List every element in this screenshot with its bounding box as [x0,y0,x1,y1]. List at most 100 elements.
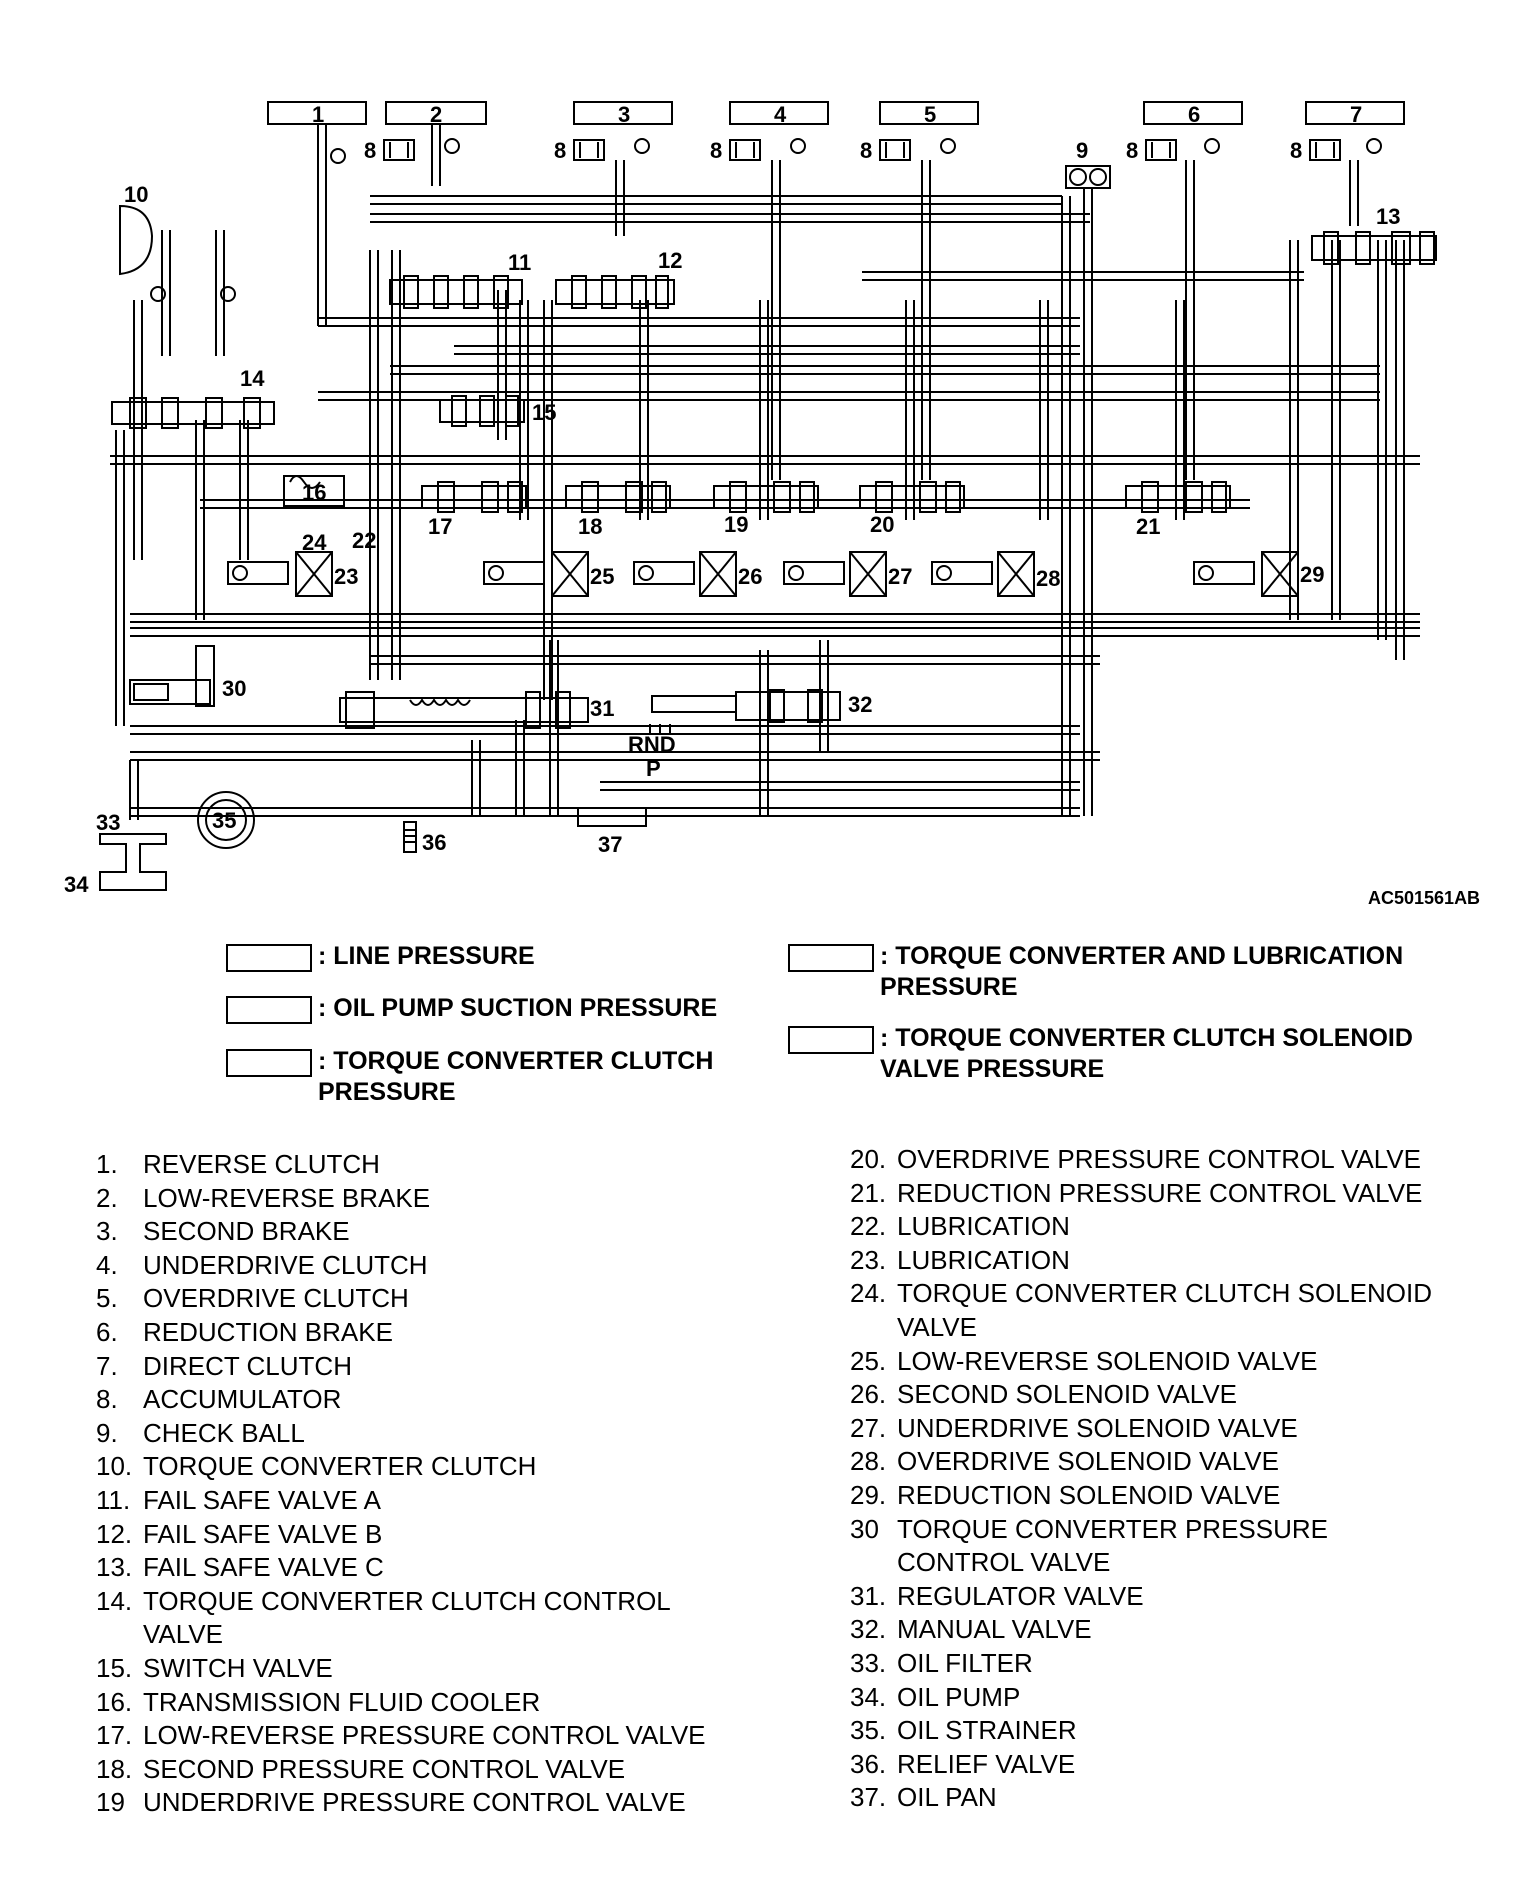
list-item: 33.OIL FILTER [850,1647,1033,1678]
fail-safe-valve-a [389,275,523,309]
pressure-gauge-icons [150,138,1382,302]
oil-passages [110,124,1420,820]
callout-8d: 8 [860,138,872,163]
callout-24: 24 [302,530,327,555]
torque-converter-clutch-10 [119,204,154,276]
manual-positions-p: P [646,756,661,781]
callout-8e: 8 [1126,138,1138,163]
callout-28: 28 [1036,566,1060,591]
regulator-valve [339,691,589,729]
legend-swatch-tcc-solenoid [788,1026,874,1054]
list-item: 7.DIRECT CLUTCH [96,1350,352,1381]
component-box-7 [1305,101,1405,125]
callout-13: 13 [1376,204,1400,229]
callout-11: 11 [508,250,531,275]
callout-35: 35 [212,808,236,833]
pressure-control-valve-21 [1125,481,1231,513]
accumulator-2 [383,139,415,161]
callout-29: 29 [1300,562,1324,587]
callout-8a: 8 [364,138,376,163]
callout-8c: 8 [710,138,722,163]
accumulator-4 [729,139,761,161]
pressure-control-valve-17 [421,481,527,513]
callout-22: 22 [352,528,376,553]
hydraulic-circuit-diagram: 1 2 3 4 5 6 7 8 8 8 8 8 8 9 10 11 12 13 … [64,101,1437,897]
component-box-6 [1143,101,1243,125]
accumulator-7 [1309,139,1341,161]
list-item: 10.TORQUE CONVERTER CLUTCH [96,1451,537,1482]
list-item: 9.CHECK BALL [96,1417,305,1448]
callout-12: 12 [658,248,682,273]
list-item: 32.MANUAL VALVE [850,1614,1092,1645]
callout-32: 32 [848,692,872,717]
component-box-3 [573,101,673,125]
manual-valve [649,689,841,734]
legend-label-tcc-solenoid: : TORQUE CONVERTER CLUTCH SOLENOID VALVE… [880,1024,1413,1083]
tcc-control-valve [111,397,275,429]
list-item: 17.LOW-REVERSE PRESSURE CONTROL VALVE [96,1720,706,1751]
list-item: 31.REGULATOR VALVE [850,1580,1144,1611]
callout-26: 26 [738,564,762,589]
parts-list-left: 1.REVERSE CLUTCH 2.LOW-REVERSE BRAKE 3.S… [96,1148,756,1820]
pressure-control-valves [421,481,1231,513]
list-item: 26.SECOND SOLENOID VALVE [850,1379,1238,1410]
figure-reference-code: AC501561AB [1368,888,1481,908]
list-item: 13.FAIL SAFE VALVE C [96,1552,384,1583]
callout-25: 25 [590,564,614,589]
oil-filter [99,833,167,891]
list-item: 11.FAIL SAFE VALVE A [96,1484,381,1515]
list-item: 16.TRANSMISSION FLUID COOLER [96,1686,541,1717]
callout-8b: 8 [554,138,566,163]
solenoid-valves [227,551,1299,597]
callout-17: 17 [428,514,452,539]
legend-swatch-oil-pump-suction [226,996,312,1024]
list-item: 14.TORQUE CONVERTER CLUTCH CONTROL VALVE [96,1585,671,1650]
accumulator-3 [573,139,605,161]
list-item: 4.UNDERDRIVE CLUTCH [96,1249,428,1280]
switch-valve [439,395,525,427]
callout-16: 16 [302,480,326,505]
solenoid-valve-29 [1193,551,1299,597]
list-item: 35.OIL STRAINER [850,1715,1077,1746]
list-item: 2.LOW-REVERSE BRAKE [96,1182,431,1213]
callout-23: 23 [334,564,358,589]
list-item: 6.REDUCTION BRAKE [96,1316,393,1347]
check-ball-9 [1065,165,1111,189]
callout-labels: 8 8 8 8 8 8 9 10 11 12 13 14 15 16 17 18… [64,138,1400,897]
list-item: 24.TORQUE CONVERTER CLUTCH SOLENOID VALV… [850,1278,1433,1342]
list-item: 34.OIL PUMP [850,1681,1021,1712]
callout-14: 14 [240,366,265,391]
callout-33: 33 [96,810,120,835]
list-item: 3.SECOND BRAKE [96,1216,350,1247]
manual-positions-rnd: RND [628,732,676,757]
oil-strainer [197,791,255,849]
solenoid-valve-26 [633,551,737,597]
callout-21: 21 [1136,514,1160,539]
list-item: 8.ACCUMULATOR [96,1384,342,1415]
pressure-control-valve-18 [565,481,671,513]
callout-36: 36 [422,830,446,855]
list-item: 29.REDUCTION SOLENOID VALVE [850,1479,1281,1510]
list-item: 12.FAIL SAFE VALVE B [96,1518,383,1549]
list-item: 27.UNDERDRIVE SOLENOID VALVE [850,1412,1298,1443]
label-1: 1 [312,102,324,127]
callout-30: 30 [222,676,246,701]
callout-19: 19 [724,512,748,537]
callout-34: 34 [64,872,89,897]
list-item: 21.REDUCTION PRESSURE CONTROL VALVE [850,1177,1423,1208]
legend-label-line-pressure: : LINE PRESSURE [318,942,535,970]
callout-10: 10 [124,182,148,207]
callout-37: 37 [598,832,622,857]
list-item: 15.SWITCH VALVE [96,1652,333,1683]
component-box-4 [729,101,829,125]
legend-swatch-tc-lubrication [788,944,874,972]
callout-18: 18 [578,514,602,539]
list-item: 28.OVERDRIVE SOLENOID VALVE [850,1446,1279,1477]
relief-valve [403,821,417,853]
label-5: 5 [924,102,936,127]
label-7: 7 [1350,102,1362,127]
top-box-labels: 1 2 3 4 5 6 7 [312,102,1362,127]
solenoid-valve-27 [783,551,887,597]
fail-safe-valve-c [1311,231,1437,265]
